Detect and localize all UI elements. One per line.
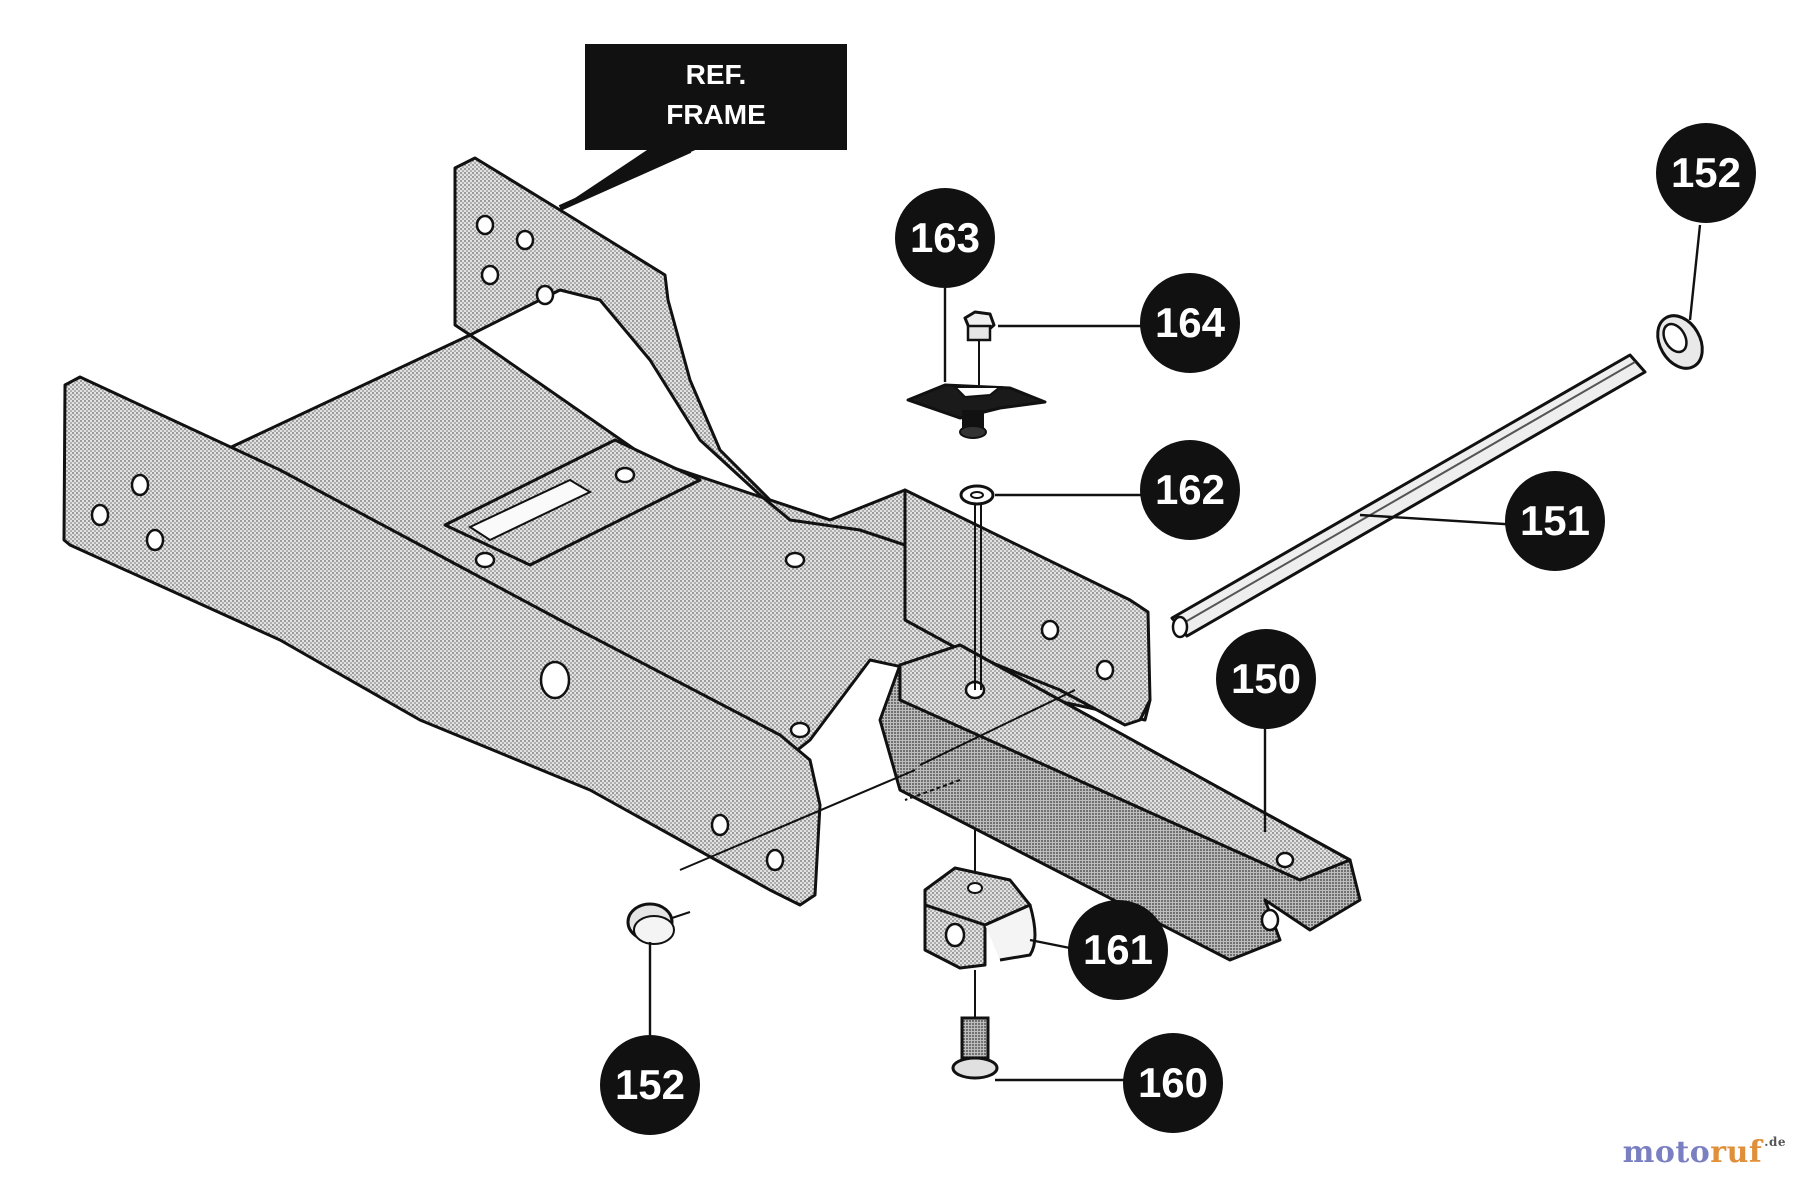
svg-text:164: 164 <box>1155 299 1226 346</box>
svg-text:163: 163 <box>910 214 980 261</box>
watermark-brand-part1: moto <box>1622 1135 1711 1170</box>
part-162-washer <box>959 484 995 690</box>
svg-text:150: 150 <box>1231 655 1301 702</box>
svg-text:161: 161 <box>1083 926 1153 973</box>
watermark-brand-part2: ruf <box>1710 1135 1763 1170</box>
callout-151: 151 <box>1505 471 1605 571</box>
watermark-tld: .de <box>1764 1135 1786 1149</box>
svg-text:160: 160 <box>1138 1059 1208 1106</box>
part-152-cap-right <box>1656 314 1704 370</box>
ref-label-line2: FRAME <box>666 99 766 130</box>
part-152-cap-left <box>626 902 691 945</box>
part-160-bolt <box>951 970 999 1080</box>
ref-frame-label: REF. FRAME <box>558 44 847 211</box>
callout-164: 164 <box>1140 273 1240 373</box>
svg-text:162: 162 <box>1155 466 1225 513</box>
callout-150: 150 <box>1216 629 1316 729</box>
part-163-bracket <box>906 383 1047 439</box>
callout-160: 160 <box>1123 1033 1223 1133</box>
callout-152-left: 152 <box>600 1035 700 1135</box>
part-164-nut <box>963 310 996 385</box>
svg-text:151: 151 <box>1520 497 1590 544</box>
ref-label-line1: REF. <box>686 59 747 90</box>
svg-text:152: 152 <box>615 1061 685 1108</box>
callout-162: 162 <box>1140 440 1240 540</box>
callout-152-right: 152 <box>1656 123 1756 223</box>
motoruf-watermark: motoruf.de <box>1623 1135 1786 1170</box>
leader-lines <box>648 224 1702 1082</box>
callout-161: 161 <box>1068 900 1168 1000</box>
part-161-clamp <box>923 830 1037 970</box>
callout-163: 163 <box>895 188 995 288</box>
part-151-rod <box>1170 353 1647 639</box>
svg-text:152: 152 <box>1671 149 1741 196</box>
part-150-channel <box>878 643 1362 962</box>
